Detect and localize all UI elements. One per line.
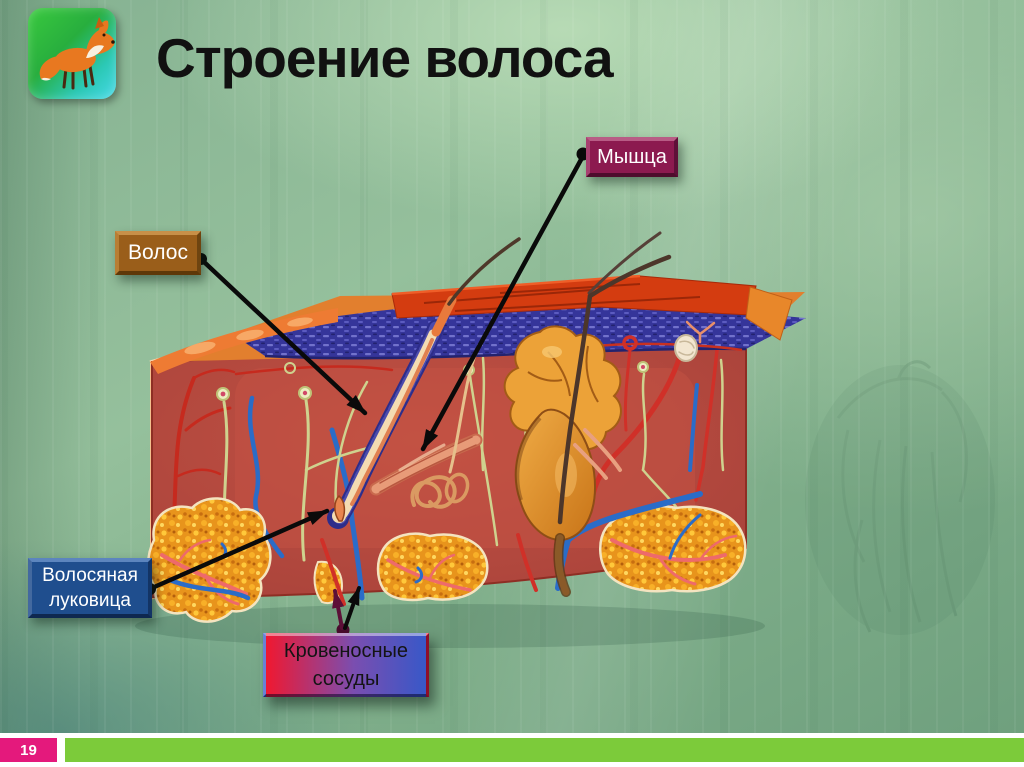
page-number-badge: 19 <box>0 738 57 762</box>
label-blood-vessels-line1: Кровеносные <box>283 640 409 662</box>
fox-logo <box>28 8 116 99</box>
label-blood-vessels: Кровеносные сосуды <box>263 633 429 697</box>
arrow-muscle <box>420 153 586 452</box>
label-blood-vessels-line2: сосуды <box>312 668 380 690</box>
label-hair-bulb-line2: луковица <box>49 590 131 611</box>
skin-surface-layers <box>150 274 806 374</box>
slide-background: Строение волоса Волос Мышца Волосяная лу… <box>0 0 1024 733</box>
arrector-muscle <box>369 433 483 496</box>
watermark-animal <box>805 360 995 635</box>
label-hair-text: Волос <box>128 241 188 264</box>
hair-follicle-right <box>503 293 622 597</box>
label-muscle: Мышца <box>586 137 678 177</box>
arrow-vessels-right <box>343 586 361 630</box>
page-number: 19 <box>20 741 37 759</box>
label-hair-bulb: Волосяная луковица <box>28 558 152 618</box>
label-hair: Волос <box>115 231 201 275</box>
slide-title: Строение волоса <box>156 27 614 89</box>
skin-anatomy-diagram <box>135 147 995 648</box>
hair-follicle-left <box>327 319 445 529</box>
fat-lobules <box>147 497 747 623</box>
annotation-arrows <box>144 147 590 637</box>
label-muscle-text: Мышца <box>597 145 667 168</box>
footer-green-bar <box>65 738 1024 762</box>
label-hair-bulb-line1: Волосяная <box>42 565 138 586</box>
arrow-bulb <box>149 508 330 591</box>
hair-shafts <box>431 231 672 337</box>
arrow-vessels-left <box>332 589 345 630</box>
fox-icon <box>39 17 115 90</box>
arrow-hair <box>200 258 368 416</box>
